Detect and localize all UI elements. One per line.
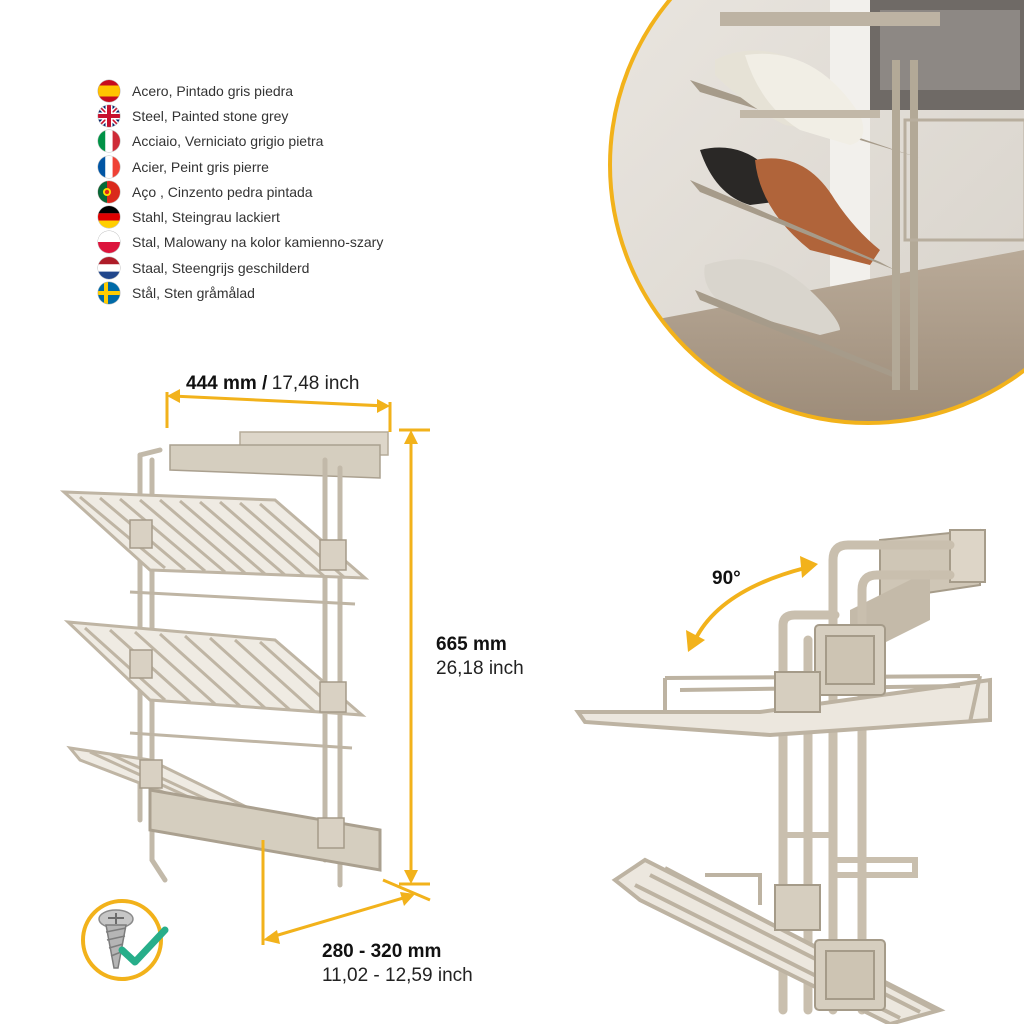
material-label-pl: Stal, Malowany na kolor kamienno-szary (132, 234, 384, 251)
rotation-angle-label: 90° (712, 568, 741, 589)
sweden-flag-icon (98, 282, 120, 305)
material-label-de: Stahl, Steingrau lackiert (132, 209, 280, 226)
netherlands-flag-icon (98, 256, 120, 279)
screw-mount-icon (81, 899, 169, 981)
list-item: Staal, Steengrijs geschilderd (98, 255, 383, 280)
material-label-en: Steel, Painted stone grey (132, 107, 289, 124)
list-item: Stål, Sten gråmålad (98, 280, 383, 305)
height-inch: 26,18 inch (436, 658, 524, 679)
material-label-es: Acero, Pintado gris piedra (132, 82, 294, 99)
material-list: Acero, Pintado gris piedra Steel, Painte… (98, 78, 383, 306)
material-label-nl: Staal, Steengrijs geschilderd (132, 259, 310, 276)
bottom-shelf (66, 745, 382, 872)
list-item: Acier, Peint gris pierre (98, 154, 383, 179)
material-label-it: Acciaio, Verniciato grigio pietra (132, 133, 324, 150)
poland-flag-icon (98, 231, 120, 254)
list-item: Stahl, Steingrau lackiert (98, 204, 383, 229)
italy-flag-icon (98, 130, 120, 153)
shoe-rack-front-view (59, 389, 431, 945)
detail-upper-shelf (574, 674, 992, 738)
material-label-pt: Aço , Cinzento pedra pintada (132, 183, 313, 200)
germany-flag-icon (98, 206, 120, 229)
depth-inch: 11,02 - 12,59 inch (322, 965, 473, 986)
spain-flag-icon (98, 79, 120, 102)
material-label-sv: Stål, Sten gråmålad (132, 285, 255, 302)
list-item: Acero, Pintado gris piedra (98, 78, 383, 103)
middle-shelf (63, 620, 367, 750)
list-item: Acciaio, Verniciato grigio pietra (98, 129, 383, 154)
list-item: Stal, Malowany na kolor kamienno-szary (98, 230, 383, 255)
checkmark-icon (118, 926, 169, 966)
rotation-detail-view (574, 528, 992, 1024)
product-photo (608, 0, 1024, 425)
width-dimension-label: 444 mm / 17,48 inch (186, 373, 359, 395)
list-item: Aço , Cinzento pedra pintada (98, 179, 383, 204)
width-inch: 17,48 inch (271, 373, 360, 394)
photo-frame-ring (608, 0, 1024, 425)
list-item: Steel, Painted stone grey (98, 103, 383, 128)
top-shelf (59, 490, 370, 606)
portugal-flag-icon (98, 180, 120, 203)
depth-mm: 280 - 320 mm (322, 941, 442, 962)
france-flag-icon (98, 155, 120, 178)
width-mm: 444 mm / (186, 373, 268, 394)
material-label-fr: Acier, Peint gris pierre (132, 158, 269, 175)
height-mm: 665 mm (436, 634, 507, 655)
